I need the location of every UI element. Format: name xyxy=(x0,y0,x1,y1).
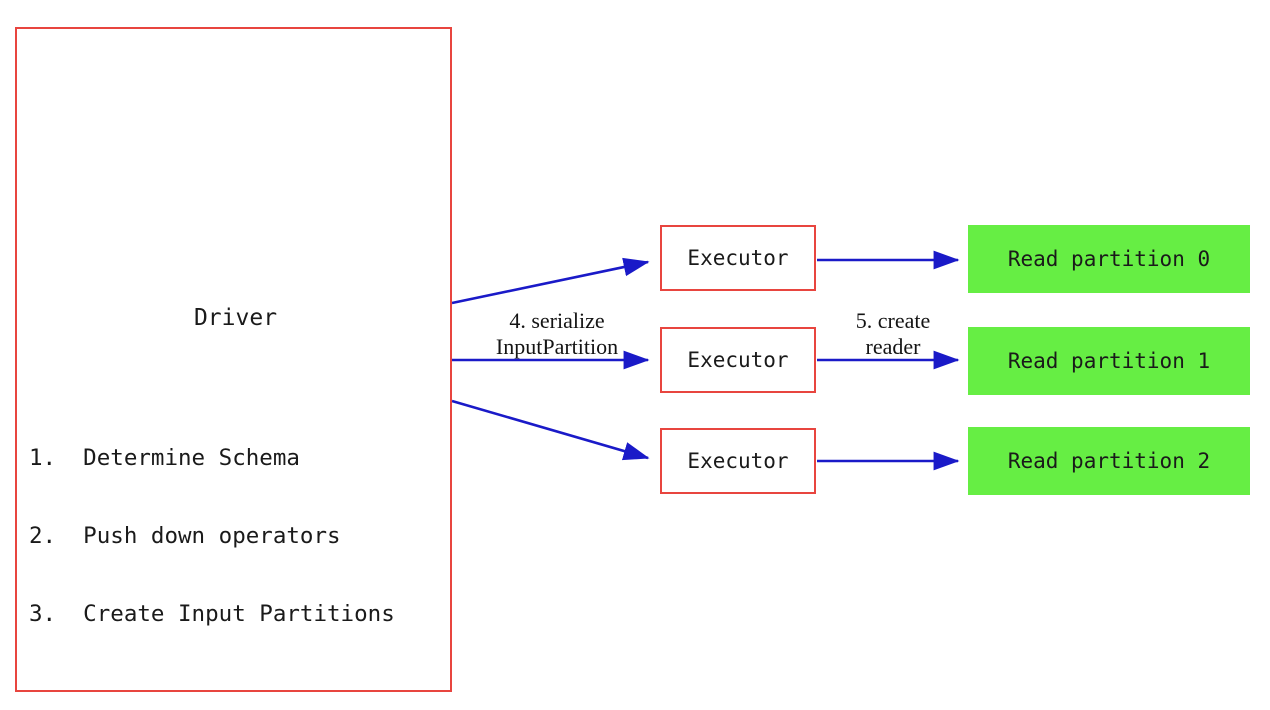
executor-label-0: Executor xyxy=(687,246,789,270)
driver-step-2: 2. Push down operators xyxy=(29,523,341,549)
arrow-group-executors-to-partitions xyxy=(817,250,960,471)
driver-title: Driver xyxy=(193,305,278,331)
driver-step-1: 1. Determine Schema xyxy=(29,445,300,471)
read-partition-box-2: Read partition 2 xyxy=(968,427,1250,495)
executor-label-1: Executor xyxy=(687,348,789,372)
executor-box-0: Executor xyxy=(660,225,816,291)
executor-box-2: Executor xyxy=(660,428,816,494)
driver-box: Driver 1. Determine Schema 2. Push down … xyxy=(15,27,452,692)
read-partition-box-0: Read partition 0 xyxy=(968,225,1250,293)
read-partition-label-1: Read partition 1 xyxy=(1007,349,1211,373)
edge-label-serialize-input-partition: 4. serialize InputPartition xyxy=(495,308,619,359)
read-partition-label-0: Read partition 0 xyxy=(1007,247,1211,271)
read-partition-box-1: Read partition 1 xyxy=(968,327,1250,395)
executor-label-2: Executor xyxy=(687,449,789,473)
arrow-group-driver-to-executors xyxy=(451,257,650,461)
arrow-driver-to-executor-2 xyxy=(451,399,650,461)
arrow-driver-to-executor-0 xyxy=(451,257,650,305)
executor-box-1: Executor xyxy=(660,327,816,393)
driver-steps-list: 1. Determine Schema 2. Push down operato… xyxy=(29,393,395,679)
read-partition-label-2: Read partition 2 xyxy=(1007,449,1211,473)
edge-label-create-reader: 5. create reader xyxy=(855,308,931,359)
driver-step-3: 3. Create Input Partitions xyxy=(29,601,395,627)
